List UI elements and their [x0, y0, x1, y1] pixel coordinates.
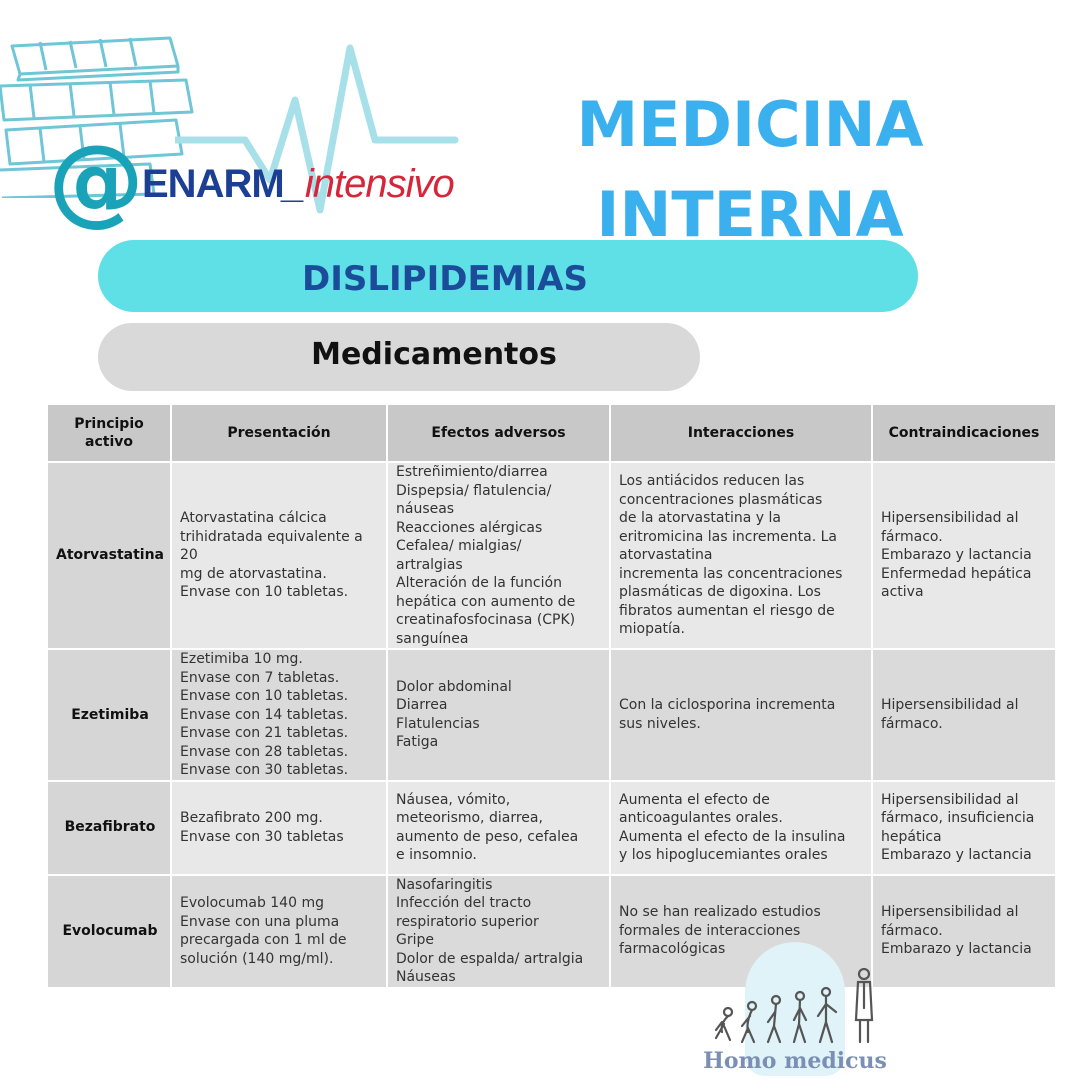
subtitle-label: Medicamentos	[311, 337, 557, 372]
books-illustration	[0, 36, 194, 198]
topic-label: DISLIPIDEMIAS	[302, 259, 588, 299]
drug-interactions: Los antiácidos reducen las concentracion…	[609, 461, 873, 650]
drug-interactions: Con la ciclosporina incrementa sus nivel…	[609, 648, 873, 782]
table-row: Bezafibrato Bezafibrato 200 mg. Envase c…	[46, 779, 1057, 876]
medications-table: Principio activo Presentación Efectos ad…	[46, 403, 1057, 989]
header-contraindicaciones: Contraindicaciones	[871, 403, 1057, 463]
page-title: MEDICINA INTERNA	[560, 80, 940, 260]
evolution-figures-icon	[714, 968, 874, 1044]
drug-name: Ezetimiba	[46, 648, 172, 782]
drug-adverse-effects: Dolor abdominal Diarrea Flatulencias Fat…	[386, 648, 611, 782]
drug-adverse-effects: Estreñimiento/diarrea Dispepsia/ flatule…	[386, 461, 611, 650]
header-presentacion: Presentación	[170, 403, 388, 463]
drug-name: Evolocumab	[46, 873, 172, 989]
enarm-intensivo-logo: @ ENARM _ intensivo	[48, 132, 455, 230]
table-header-row: Principio activo Presentación Efectos ad…	[46, 403, 1057, 463]
table-row: Evolocumab Evolocumab 140 mg Envase con …	[46, 873, 1057, 989]
at-sign-icon: @	[48, 124, 144, 236]
drug-adverse-effects: Náusea, vómito, meteorismo, diarrea, aum…	[386, 779, 611, 876]
title-line-2: INTERNA	[596, 178, 904, 251]
drug-presentation: Atorvastatina cálcica trihidratada equiv…	[170, 461, 388, 650]
table-row: Atorvastatina Atorvastatina cálcica trih…	[46, 461, 1057, 650]
drug-contraindications: Hipersensibilidad al fármaco.	[871, 648, 1057, 782]
header-efectos-adversos: Efectos adversos	[386, 403, 611, 463]
header-principio-activo: Principio activo	[46, 403, 172, 463]
brand-enarm: ENARM	[142, 161, 285, 206]
drug-contraindications: Hipersensibilidad al fármaco. Embarazo y…	[871, 461, 1057, 650]
homo-medicus-logo: Homo medicus	[700, 940, 900, 1080]
drug-presentation: Bezafibrato 200 mg. Envase con 30 tablet…	[170, 779, 388, 876]
drug-name: Bezafibrato	[46, 779, 172, 876]
drug-contraindications: Hipersensibilidad al fármaco, insuficien…	[871, 779, 1057, 876]
drug-presentation: Ezetimiba 10 mg. Envase con 7 tabletas. …	[170, 648, 388, 782]
drug-adverse-effects: Nasofaringitis Infección del tracto resp…	[386, 873, 611, 989]
drug-interactions: Aumenta el efecto de anticoagulantes ora…	[609, 779, 873, 876]
topic-banner: DISLIPIDEMIAS	[98, 240, 918, 312]
title-line-1: MEDICINA	[576, 88, 924, 161]
brand-underscore: _	[283, 161, 306, 206]
heartbeat-line	[175, 44, 459, 214]
footer-logo-text: Homo medicus	[703, 1048, 887, 1074]
table-row: Ezetimiba Ezetimiba 10 mg. Envase con 7 …	[46, 648, 1057, 782]
header-interacciones: Interacciones	[609, 403, 873, 463]
drug-presentation: Evolocumab 140 mg Envase con una pluma p…	[170, 873, 388, 989]
brand-intensivo: intensivo	[304, 161, 455, 206]
drug-contraindications: Hipersensibilidad al fármaco. Embarazo y…	[871, 873, 1057, 989]
logo-background-blob	[745, 942, 845, 1076]
drug-name: Atorvastatina	[46, 461, 172, 650]
subtitle-banner: Medicamentos	[98, 323, 700, 391]
